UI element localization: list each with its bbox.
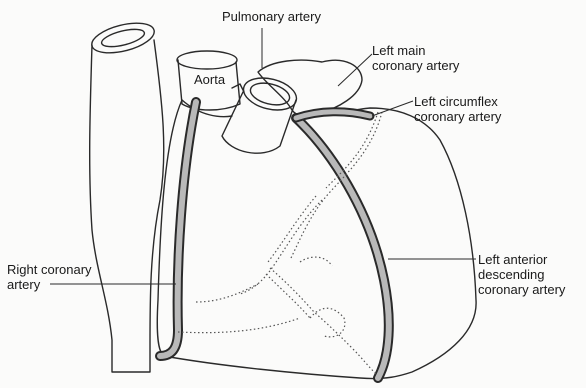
label-left-main-coronary-artery: Left main coronary artery [372, 43, 459, 73]
coronary-arteries [160, 102, 389, 378]
posterior-vessels [178, 112, 382, 374]
pulmonary-artery-vessel [222, 73, 300, 153]
label-left-circumflex-coronary-artery: Left circumflex coronary artery [414, 94, 501, 124]
label-left-anterior-descending-coronary-artery: Left anterior descending coronary artery [478, 252, 565, 297]
vena-cava [89, 18, 164, 372]
label-right-coronary-artery: Right coronary artery [7, 262, 92, 292]
label-aorta: Aorta [194, 72, 225, 87]
label-pulmonary-artery: Pulmonary artery [222, 9, 321, 24]
